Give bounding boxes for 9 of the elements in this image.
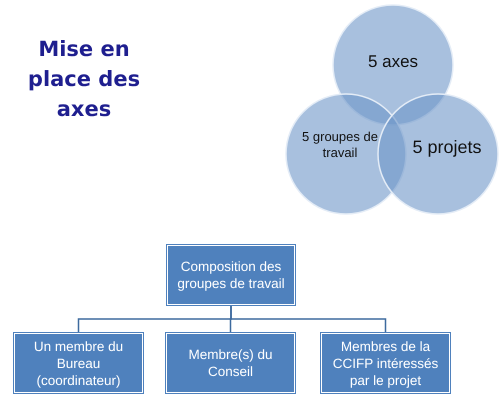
connector-line — [230, 306, 386, 332]
org-box: Membres de la CCIFP intéressés par le projet — [321, 333, 450, 393]
circle-label: 5 groupes de travail — [301, 129, 379, 160]
title: Mise en place des axes — [26, 36, 142, 123]
circle-label: 5 axes — [366, 52, 420, 72]
org-box: Composition des groupes de travail — [167, 245, 295, 305]
org-box: Membre(s) du Conseil — [166, 333, 295, 393]
circle-label: 5 projets — [411, 137, 483, 159]
org-box: Un membre du Bureau (coordinateur) — [14, 333, 143, 393]
